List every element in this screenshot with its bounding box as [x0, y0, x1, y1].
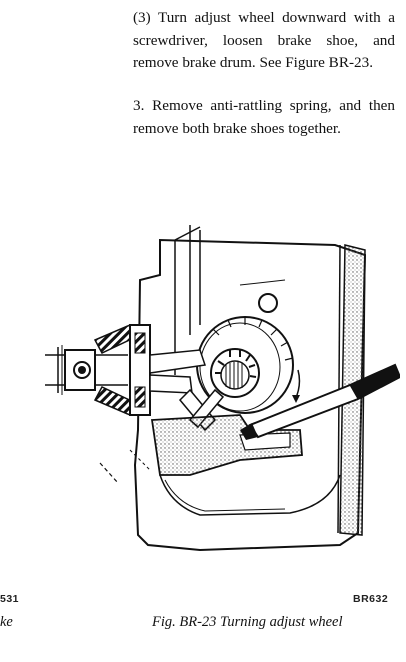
figure-caption: Fig. BR-23 Turning adjust wheel — [152, 614, 343, 630]
figure-code-left: 531 — [0, 593, 20, 605]
step-3-paragraph: (3) Turn adjust wheel downward with a sc… — [133, 9, 395, 71]
brake-drum-illustration — [40, 215, 402, 565]
step-3-main-paragraph: 3. Remove anti-rattling spring, and then… — [133, 97, 395, 137]
figure-code-right: BR632 — [353, 593, 389, 605]
figure-caption-left: ke — [0, 614, 13, 630]
